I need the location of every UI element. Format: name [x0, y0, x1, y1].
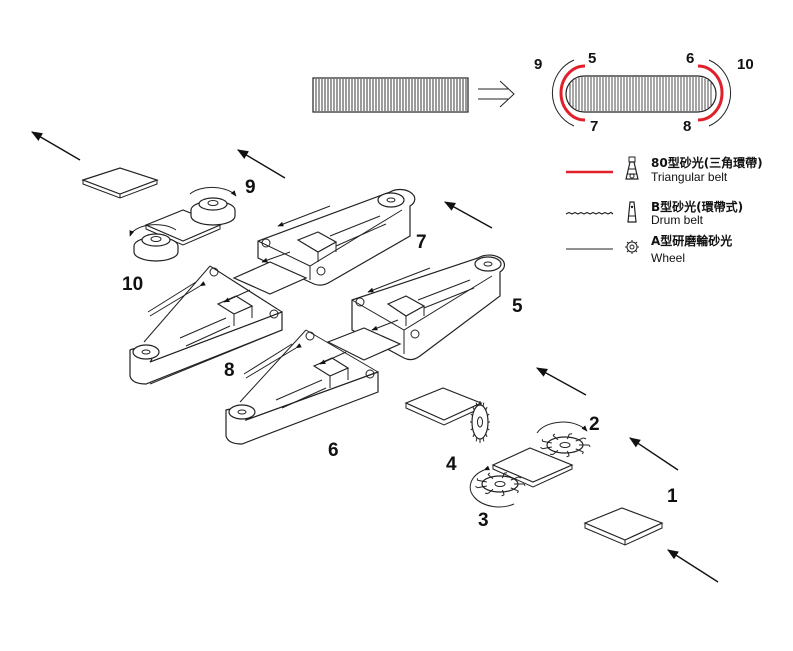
panel-5-6: [326, 327, 402, 361]
disc-sander-10: [129, 224, 179, 262]
station-label-10: 10: [122, 274, 143, 295]
profile-label-6: 6: [686, 50, 694, 67]
triangular-belt-sander-8: [129, 265, 283, 385]
panel-7-8: [232, 261, 308, 295]
panel-final: [81, 167, 159, 199]
legend-triangular-zh: 80型砂光(三角環帶): [651, 155, 763, 170]
outer-belt-right: [708, 59, 732, 127]
triangular-belt-sander-6: [225, 329, 379, 445]
profile-label-5: 5: [588, 50, 596, 67]
flow-arrow-icon: [667, 549, 719, 583]
profile-label-10: 10: [737, 56, 754, 73]
legend-drum-line: [565, 211, 614, 215]
outer-belt-left: [551, 59, 575, 127]
flow-arrow-icon: [31, 131, 81, 161]
station-label-9: 9: [245, 177, 256, 198]
station-label-2: 2: [589, 414, 600, 435]
legend-drum-en: Drum belt: [651, 213, 704, 227]
panel-4: [404, 387, 483, 426]
sanded-profile: [551, 59, 732, 127]
disc-sander-9: [189, 186, 237, 226]
flow-arrows: [31, 131, 719, 583]
legend-drum-zh: B型砂光(環帶式): [651, 199, 743, 214]
star-wheel-3: [469, 465, 526, 508]
station-label-4: 4: [446, 454, 457, 475]
workpiece-stock: [312, 77, 469, 113]
panel-2-3: [491, 447, 574, 488]
station-label-5: 5: [512, 296, 523, 317]
triangular-belt-sander-7: [257, 188, 416, 286]
panel-1: [583, 507, 664, 546]
process-arrow-icon: [478, 80, 515, 108]
legend: 80型砂光(三角環帶) Triangular belt B型砂光(環帶式) Dr…: [565, 155, 763, 265]
station-label-1: 1: [667, 486, 678, 507]
red-belt-left: [559, 64, 586, 122]
legend-wheel-zh: A型研磨輪砂光: [651, 233, 732, 248]
station-label-3: 3: [478, 510, 489, 531]
profile-label-9: 9: [534, 56, 542, 73]
flow-arrow-icon: [629, 437, 679, 471]
station-label-6: 6: [328, 440, 339, 461]
drum-belt-sander-icon: [627, 201, 637, 223]
legend-wheel-en: Wheel: [651, 251, 685, 265]
profile-label-7: 7: [590, 118, 598, 135]
legend-triangular-en: Triangular belt: [651, 170, 728, 184]
station-label-7: 7: [416, 232, 427, 253]
triangular-belt-sander-icon: [625, 156, 639, 180]
station-label-8: 8: [224, 360, 235, 381]
red-belt-right: [697, 64, 724, 122]
star-wheel-2: [536, 421, 591, 458]
profile-label-8: 8: [683, 118, 691, 135]
triangular-belt-sander-5: [351, 254, 506, 361]
flow-arrow-icon: [237, 149, 286, 179]
flow-arrow-icon: [536, 367, 587, 396]
flow-arrow-icon: [444, 201, 493, 229]
abrasive-wheel-icon: [625, 240, 639, 254]
abrasive-wheel-4: [470, 401, 490, 443]
